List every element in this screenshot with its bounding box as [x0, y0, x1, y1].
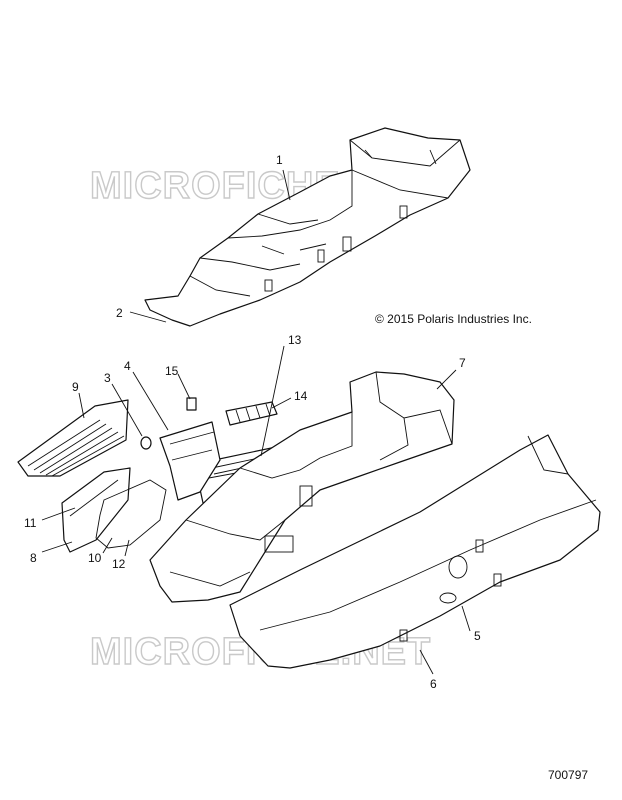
- callout-15: 15: [165, 364, 179, 378]
- part-7-main-console: [149, 371, 455, 603]
- part-10-cable: [95, 479, 167, 549]
- leader-lines: [41, 169, 471, 675]
- callout-5: 5: [474, 629, 481, 643]
- part-5-floor-pan: [229, 434, 601, 669]
- callout-1: 1: [276, 153, 283, 167]
- part-14-grille: [225, 401, 278, 426]
- callout-3: 3: [104, 371, 111, 385]
- callout-6: 6: [430, 677, 437, 691]
- callout-8: 8: [30, 551, 37, 565]
- part-11-side-panel: [61, 467, 131, 553]
- callout-11: 11: [24, 516, 37, 530]
- callout-2: 2: [116, 306, 123, 320]
- callout-9: 9: [72, 380, 79, 394]
- part-15-clip: [186, 397, 197, 411]
- part-1-upper-console: [144, 127, 471, 327]
- part-3-grommet: [140, 436, 152, 450]
- figure-number: 700797: [548, 768, 589, 782]
- callout-4: 4: [124, 359, 131, 373]
- callout-12: 12: [112, 557, 126, 571]
- callout-13: 13: [288, 333, 302, 347]
- part-4-bracket: [159, 421, 221, 501]
- part-9-floor-mat: [17, 399, 129, 477]
- copyright-notice: © 2015 Polaris Industries Inc.: [375, 312, 532, 326]
- callouts: 1 2 3 4 5 6 7 8 9 10 11 12 13 14 15: [24, 153, 481, 691]
- callout-10: 10: [88, 551, 102, 565]
- callout-14: 14: [294, 389, 308, 403]
- callout-7: 7: [459, 356, 466, 370]
